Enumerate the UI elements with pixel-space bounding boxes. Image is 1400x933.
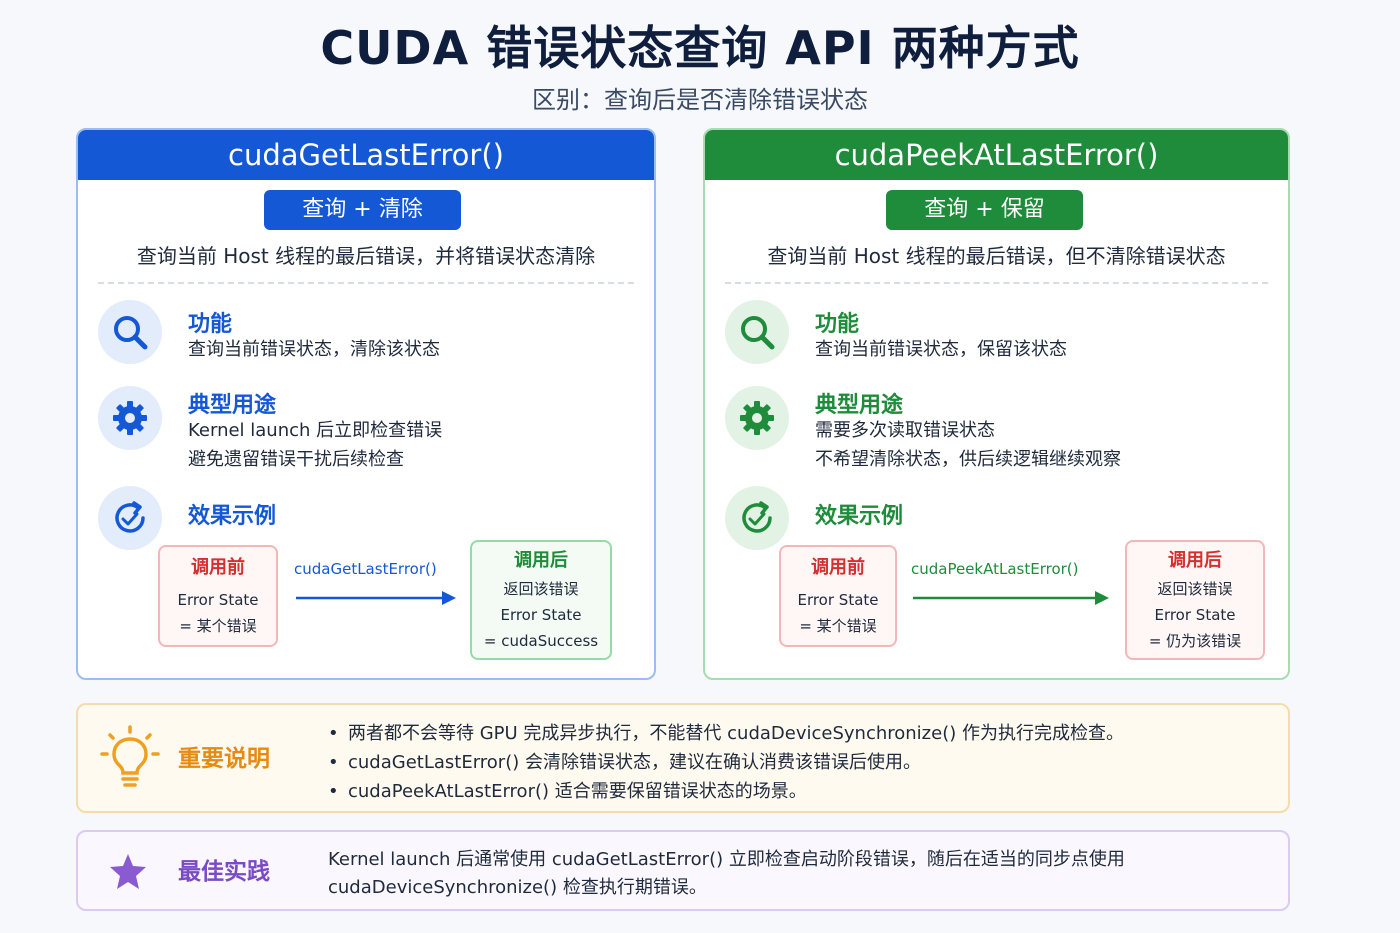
search-icon	[725, 300, 789, 364]
after-title: 调用后	[1168, 550, 1222, 571]
mode-pill: 查询 + 清除	[264, 190, 461, 230]
before-line-1: Error State	[797, 591, 879, 609]
list-item: 两者都不会等待 GPU 完成异步执行，不能替代 cudaDeviceSynchr…	[328, 719, 1124, 748]
after-line-1: 返回该错误	[503, 580, 579, 598]
refresh-check-icon	[98, 486, 162, 550]
after-state-box: 调用后 返回该错误 Error State = 仍为该错误	[1125, 540, 1265, 660]
lightbulb-icon	[100, 725, 160, 787]
before-title: 调用前	[191, 557, 245, 578]
divider	[725, 282, 1268, 284]
function-text: 查询当前错误状态，清除该状态	[188, 339, 440, 360]
usage-line-2: 避免遗留错误干扰后续检查	[188, 449, 404, 470]
gear-icon	[725, 386, 789, 450]
function-title: 功能	[188, 312, 233, 337]
divider	[98, 282, 634, 284]
refresh-check-icon	[725, 486, 789, 550]
card-header: cudaGetLastError()	[78, 130, 654, 180]
after-line-2: Error State	[500, 606, 582, 624]
best-practice-line-1: Kernel launch 后通常使用 cudaGetLastError() 立…	[328, 849, 1125, 870]
mode-pill: 查询 + 保留	[886, 190, 1083, 230]
function-text: 查询当前错误状态，保留该状态	[815, 339, 1067, 360]
after-title: 调用后	[514, 550, 568, 571]
before-line-1: Error State	[177, 591, 259, 609]
card-peek-at-last-error: cudaPeekAtLastError() 查询 + 保留 查询当前 Host …	[703, 128, 1290, 680]
card-header: cudaPeekAtLastError()	[705, 130, 1288, 180]
after-line-2: Error State	[1154, 606, 1236, 624]
before-state-box: 调用前 Error State = 某个错误	[158, 545, 278, 647]
page-title: CUDA 错误状态查询 API 两种方式	[320, 21, 1080, 75]
important-list: 两者都不会等待 GPU 完成异步执行，不能替代 cudaDeviceSynchr…	[328, 719, 1124, 806]
best-practice-note: 最佳实践 Kernel launch 后通常使用 cudaGetLastErro…	[76, 830, 1290, 911]
important-note: 重要说明 两者都不会等待 GPU 完成异步执行，不能替代 cudaDeviceS…	[76, 703, 1290, 813]
arrow-right-icon	[296, 591, 456, 605]
usage-line-1: 需要多次读取错误状态	[815, 420, 995, 441]
after-line-3: = cudaSuccess	[483, 632, 599, 650]
after-line-1: 返回该错误	[1157, 580, 1233, 598]
after-line-3: = 仍为该错误	[1148, 632, 1242, 650]
search-icon	[98, 300, 162, 364]
example-title: 效果示例	[815, 504, 904, 529]
best-practice-text: Kernel launch 后通常使用 cudaGetLastError() 立…	[328, 846, 1228, 902]
card-description: 查询当前 Host 线程的最后错误，但不清除错误状态	[767, 244, 1226, 268]
example-title: 效果示例	[188, 504, 277, 529]
best-practice-title: 最佳实践	[178, 859, 270, 885]
before-title: 调用前	[811, 557, 865, 578]
list-item: cudaGetLastError() 会清除错误状态，建议在确认消费该错误后使用…	[328, 748, 1124, 777]
usage-title: 典型用途	[188, 393, 277, 418]
before-state-box: 调用前 Error State = 某个错误	[779, 545, 897, 647]
usage-title: 典型用途	[815, 393, 904, 418]
function-title: 功能	[815, 312, 860, 337]
usage-line-1: Kernel launch 后立即检查错误	[188, 420, 443, 441]
arrow-label: cudaPeekAtLastError()	[911, 560, 1079, 578]
card-description: 查询当前 Host 线程的最后错误，并将错误状态清除	[136, 244, 596, 268]
best-practice-line-2: cudaDeviceSynchronize() 检查执行期错误。	[328, 877, 707, 898]
page-subtitle: 区别：查询后是否清除错误状态	[532, 86, 868, 114]
before-line-2: = 某个错误	[179, 617, 257, 635]
before-line-2: = 某个错误	[799, 617, 877, 635]
usage-line-2: 不希望清除状态，供后续逻辑继续观察	[815, 449, 1121, 470]
arrow-label: cudaGetLastError()	[294, 560, 437, 578]
arrow-right-icon	[913, 591, 1109, 605]
list-item: cudaPeekAtLastError() 适合需要保留错误状态的场景。	[328, 777, 1124, 806]
gear-icon	[98, 386, 162, 450]
after-state-box: 调用后 返回该错误 Error State = cudaSuccess	[470, 540, 612, 660]
card-get-last-error: cudaGetLastError() 查询 + 清除 查询当前 Host 线程的…	[76, 128, 656, 680]
important-title: 重要说明	[178, 746, 270, 772]
star-icon	[110, 854, 146, 889]
